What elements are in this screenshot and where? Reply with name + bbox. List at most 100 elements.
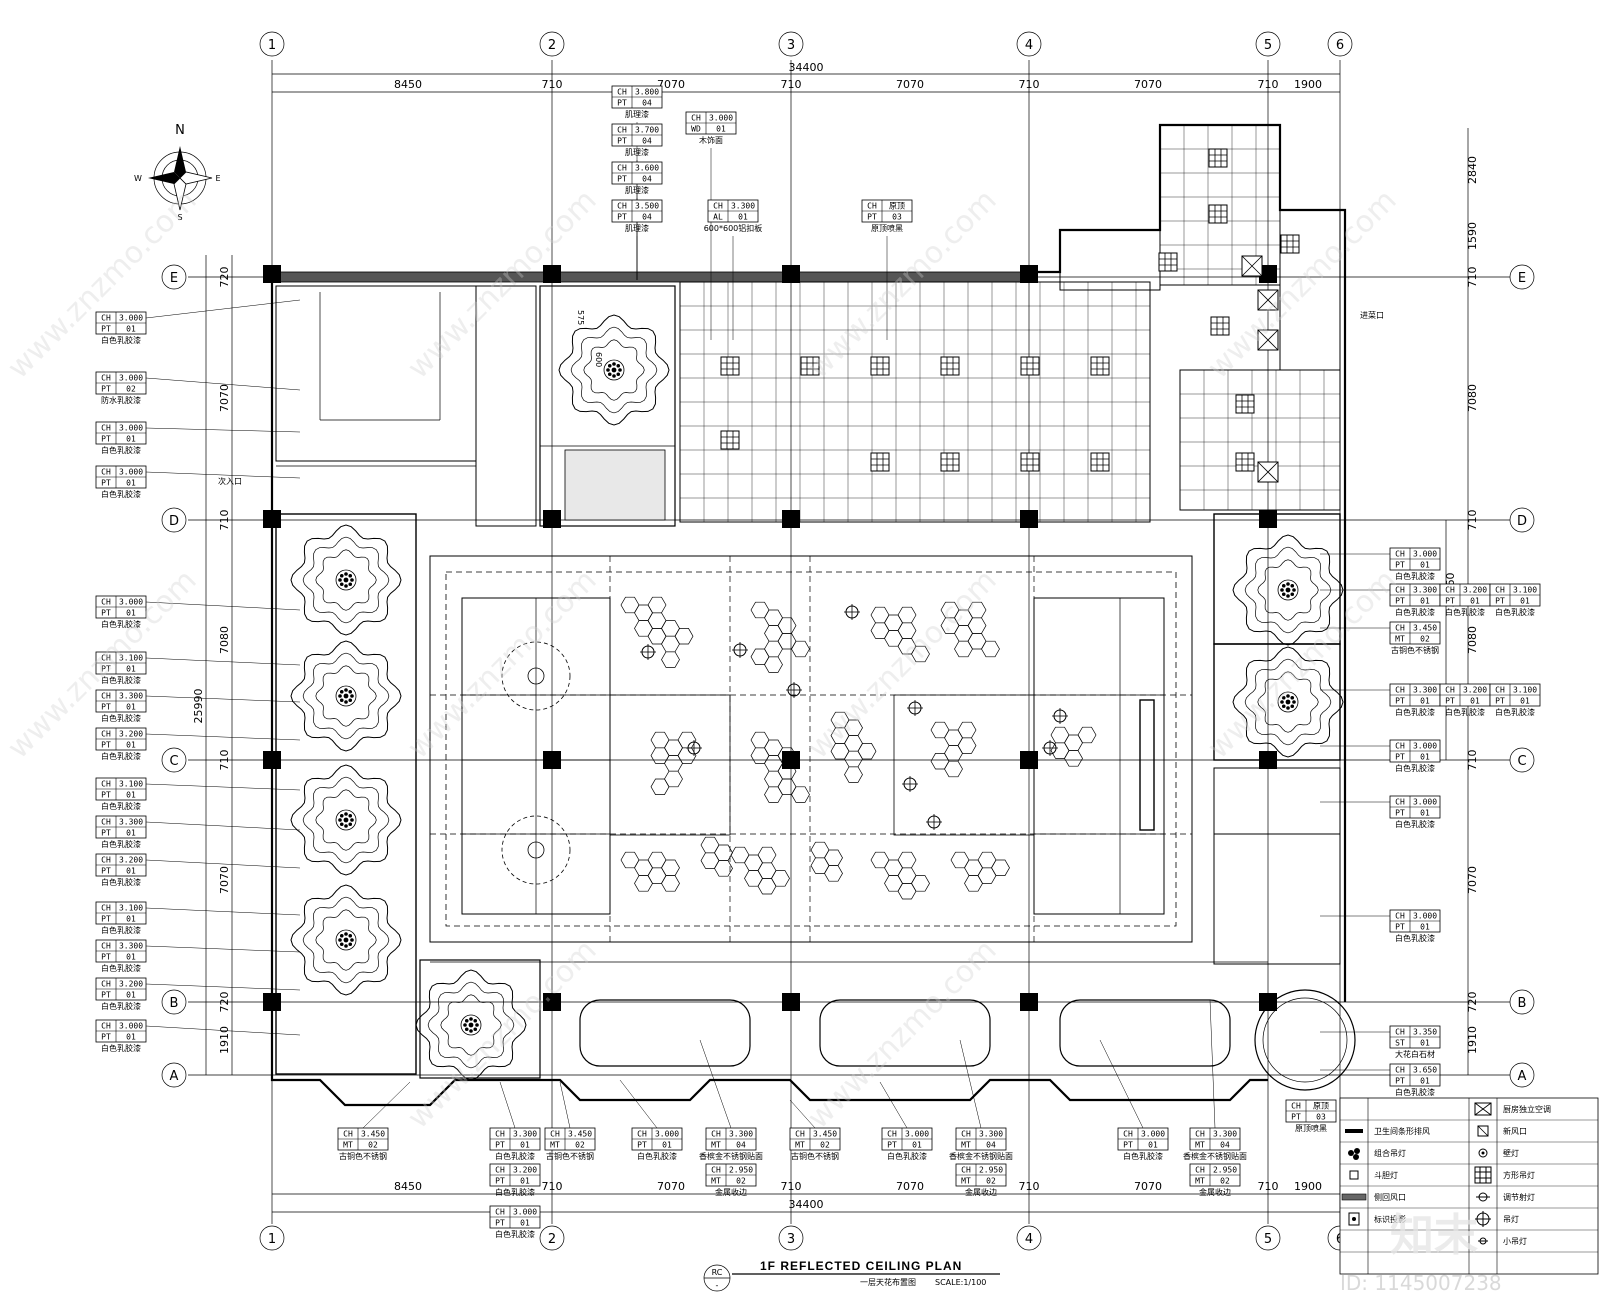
tag-code: PT	[101, 867, 111, 876]
tag-note: 原顶喷黑	[1295, 1123, 1327, 1133]
tag-value: 01	[1470, 597, 1480, 606]
tag-code: CH	[691, 114, 701, 123]
hexagon-light-icon	[884, 614, 903, 631]
tag-value: 01	[1420, 597, 1430, 606]
pendant-icon	[907, 700, 923, 716]
adjustable-spot-icon	[1476, 1192, 1490, 1202]
tag-note: 肌理漆	[625, 185, 649, 195]
tag-value: 02	[1220, 1177, 1230, 1186]
hexagon-light-icon	[700, 852, 720, 869]
square-pendant-icon	[1090, 356, 1110, 376]
hexagon-light-icon	[677, 731, 697, 749]
tag-note: 白色乳胶漆	[495, 1187, 535, 1197]
left-dim-seg: 7070	[218, 866, 231, 894]
right-dim-seg: 7080	[1466, 626, 1479, 654]
axis-bottom-3: 3	[787, 1232, 795, 1247]
hexagon-light-icon	[944, 745, 963, 762]
square-pendant-icon	[1158, 252, 1178, 272]
tag-value: 原顶	[1313, 1102, 1329, 1111]
tag-code: PT	[101, 791, 111, 800]
square-pendant-icon	[800, 356, 820, 376]
watermark-text: www.znzmo.com	[801, 933, 1004, 1136]
tag-code: CH	[1395, 798, 1405, 807]
hexagon-light-icon	[620, 851, 640, 869]
drawing-scale: SCALE:1/100	[935, 1278, 986, 1287]
top-dim-seg: 1900	[1294, 78, 1322, 91]
square-pendant-icon	[870, 356, 890, 376]
hexagon-light-icon	[897, 851, 917, 869]
tag-code: CH	[1395, 1066, 1405, 1075]
tag-value: 01	[520, 1219, 530, 1228]
tag-code: CH	[101, 424, 111, 433]
tag-value: 02	[575, 1141, 585, 1150]
tag-note: 古铜色不锈钢	[791, 1151, 839, 1161]
tag-code: PT	[101, 325, 111, 334]
hexagon-light-icon	[650, 747, 670, 764]
hexagon-light-icon	[884, 859, 903, 876]
bottom-dim-seg: 710	[1019, 1180, 1040, 1193]
fresh-air-icon	[1477, 1125, 1489, 1137]
tag-code: PT	[101, 703, 111, 712]
axis-top-3: 3	[787, 38, 795, 53]
pendant-icon	[786, 682, 802, 698]
tag-code: PT	[101, 665, 111, 674]
tag-code: PT	[1495, 597, 1505, 606]
legend-label: 厨房独立空调	[1503, 1104, 1551, 1114]
tag-code: PT	[101, 1033, 111, 1042]
tag-note: 白色乳胶漆	[1395, 819, 1435, 829]
axis-left-E: E	[170, 271, 178, 286]
tag-note: 白色乳胶漆	[1495, 607, 1535, 617]
kitchen-ac-icon	[1257, 329, 1279, 351]
tag-value: 01	[126, 741, 136, 750]
legend-label: 侧回风口	[1374, 1192, 1406, 1202]
tag-code: PT	[1395, 753, 1405, 762]
watermark-text: www.znzmo.com	[1201, 563, 1404, 766]
tag-value: 2.950	[1213, 1166, 1237, 1175]
compass-n: N	[175, 123, 185, 138]
tag-value: 3.500	[635, 202, 659, 211]
left-dim-seg: 720	[218, 267, 231, 288]
right-dim-seg: 710	[1466, 510, 1479, 531]
hexagon-light-icon	[764, 786, 783, 803]
hexagon-light-icon	[957, 737, 977, 754]
ornate-ceiling-icon	[558, 314, 670, 426]
left-dimensions: 25990 720 7070 710 7080 710 7070 720 191…	[192, 255, 233, 1075]
hexagon-light-icon	[764, 640, 783, 658]
tag-code: CH	[101, 818, 111, 827]
tag-note: 白色乳胶漆	[101, 925, 141, 935]
tag-code: MT	[961, 1177, 971, 1186]
tag-note: 白色乳胶漆	[101, 751, 141, 761]
tag-value: 3.600	[635, 164, 659, 173]
tag-code: MT	[711, 1177, 721, 1186]
tag-code: PT	[617, 137, 627, 146]
tag-value: 3.000	[1413, 798, 1437, 807]
tag-value: 3.000	[513, 1208, 537, 1217]
tag-value: 03	[1316, 1113, 1326, 1122]
tag-value: 3.100	[1513, 686, 1537, 695]
hexagon-light-icon	[677, 747, 697, 764]
pendant-icon	[902, 776, 918, 792]
hexagon-light-icon	[964, 859, 983, 876]
right-dim-seg: 1590	[1466, 222, 1479, 250]
hexagon-light-icon	[661, 620, 680, 637]
hexagon-light-icon	[930, 753, 950, 770]
tag-value: 04	[642, 137, 652, 146]
tag-code: CH	[713, 202, 723, 211]
top-dimensions: 34400 8450 710 7070 710 7070 710 7070 71…	[272, 61, 1340, 93]
tag-value: 3.300	[1213, 1130, 1237, 1139]
hexagon-light-icon	[674, 628, 694, 645]
square-pendant-icon	[720, 430, 740, 450]
square-pendant-icon	[1020, 452, 1040, 472]
